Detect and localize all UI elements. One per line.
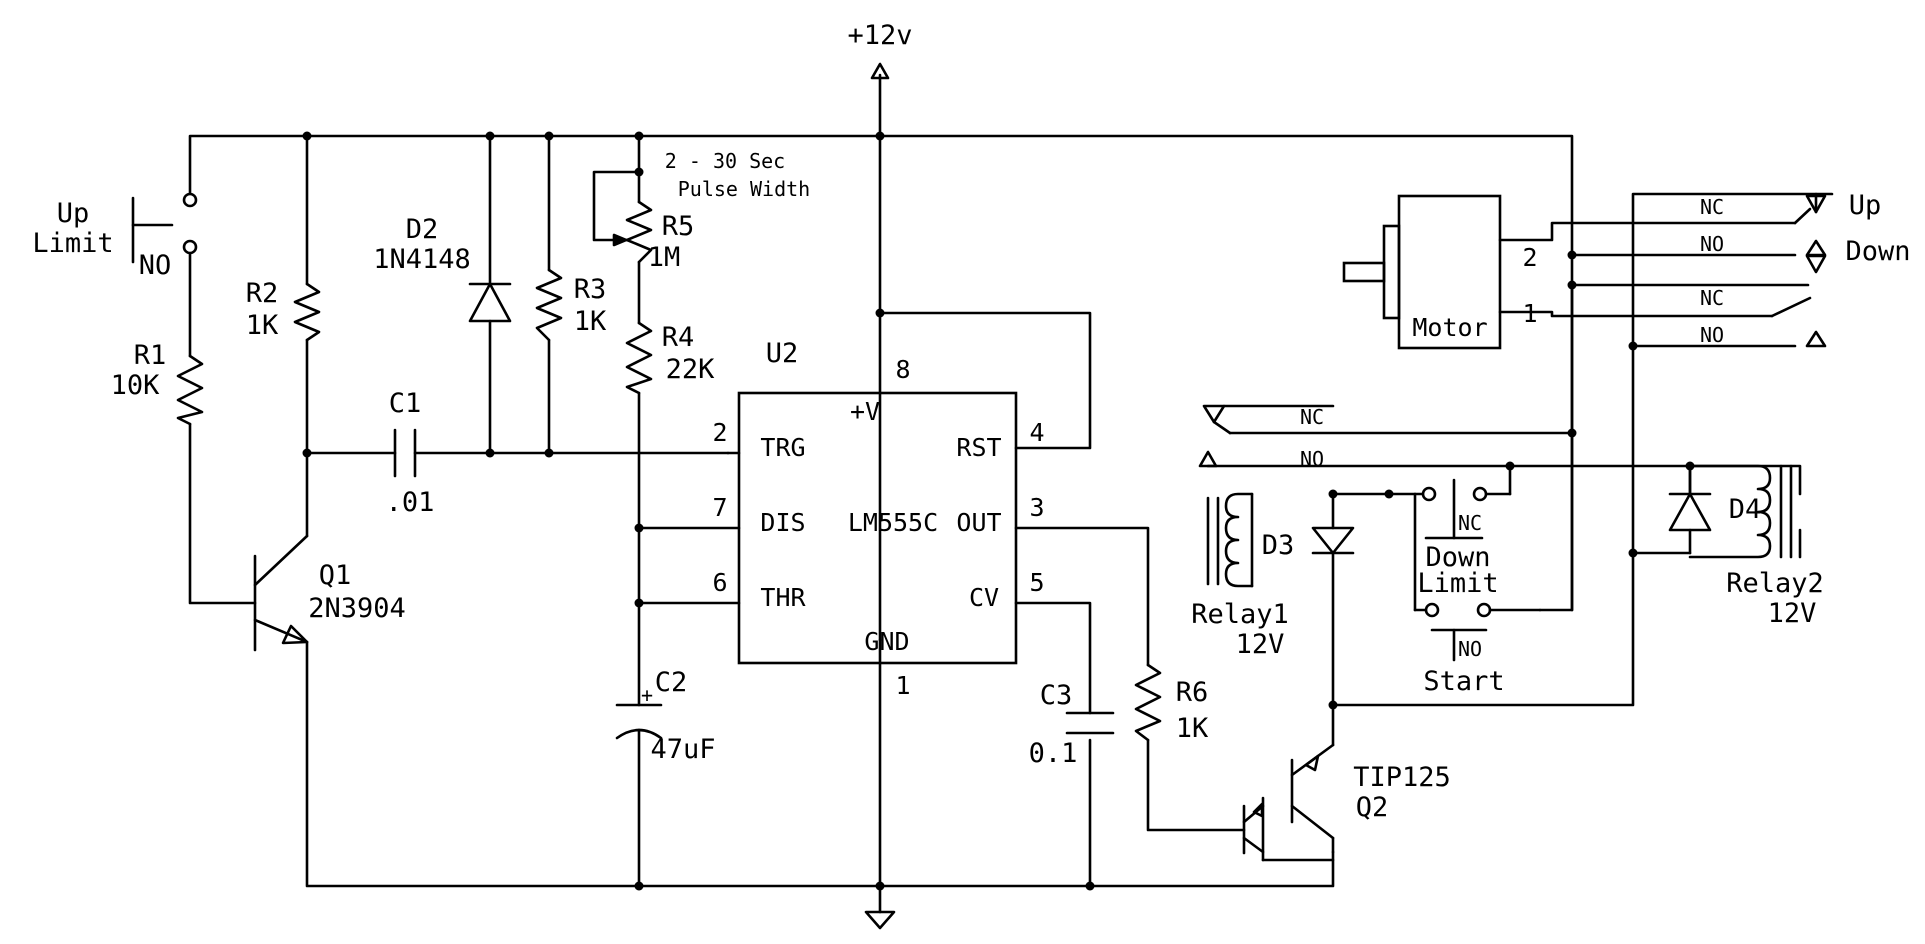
r5-value: 1M bbox=[648, 242, 681, 273]
pulse-note-line2: Pulse Width bbox=[678, 177, 810, 201]
d2-ref: D2 bbox=[406, 214, 439, 245]
u2-pin1: 1 bbox=[895, 671, 910, 700]
start-switch: NO Start bbox=[1423, 602, 1542, 697]
wires bbox=[188, 134, 1834, 888]
u2-rst: RST bbox=[956, 433, 1001, 462]
start-label: Start bbox=[1423, 666, 1504, 697]
capacitor-c3: C3 0.1 bbox=[1029, 680, 1115, 769]
u2-out: OUT bbox=[956, 508, 1001, 537]
u2-gnd: GND bbox=[864, 627, 909, 656]
q1-ref: Q1 bbox=[319, 560, 352, 591]
u2-part: LM555C bbox=[848, 508, 938, 537]
u2-ref: U2 bbox=[766, 338, 799, 369]
contact-nc-1: NC bbox=[1700, 195, 1724, 219]
r4-value: 22K bbox=[666, 354, 716, 385]
relay1-diode: D3 bbox=[1262, 530, 1295, 561]
pulse-note-line1: 2 - 30 Sec bbox=[665, 149, 785, 173]
relay1-coil: D3 Relay1 12V bbox=[1191, 492, 1355, 660]
relay1-no: NO bbox=[1300, 447, 1324, 471]
contact-no-1: NO bbox=[1700, 232, 1724, 256]
r6-value: 1K bbox=[1176, 713, 1209, 744]
capacitor-c1: C1 .01 bbox=[386, 388, 435, 518]
up-limit-switch: Up Limit NO bbox=[32, 192, 198, 281]
r6-ref: R6 bbox=[1176, 677, 1209, 708]
relay2-coil: D4 Relay2 12V bbox=[1668, 464, 1824, 629]
c1-value: .01 bbox=[386, 487, 435, 518]
r5-ref: R5 bbox=[662, 211, 695, 242]
up-limit-contact: NO bbox=[139, 250, 172, 281]
resistor-r6: R6 1K bbox=[1134, 663, 1209, 744]
resistor-r1: R1 10K bbox=[111, 340, 204, 426]
motor-label: Motor bbox=[1412, 313, 1487, 342]
relay1-voltage: 12V bbox=[1236, 629, 1285, 660]
c3-ref: C3 bbox=[1040, 680, 1073, 711]
supply-label: +12v bbox=[847, 20, 912, 51]
capacitor-c2: + C2 47uF bbox=[615, 667, 716, 765]
resistor-r2: R2 1K bbox=[246, 278, 321, 342]
diode-d2: D2 1N4148 bbox=[373, 214, 512, 323]
u2-pin5: 5 bbox=[1029, 568, 1044, 597]
r3-value: 1K bbox=[574, 306, 607, 337]
motor-terminal-2: 2 bbox=[1522, 243, 1537, 272]
u2-vcc: +V bbox=[850, 397, 880, 426]
u2-pin4: 4 bbox=[1029, 418, 1044, 447]
supply-symbol: +12v bbox=[847, 20, 913, 138]
start-contact: NO bbox=[1458, 637, 1482, 661]
relay1-ref: Relay1 bbox=[1191, 599, 1289, 630]
u2-pin6: 6 bbox=[712, 568, 727, 597]
transistor-q1: Q1 2N3904 bbox=[253, 534, 406, 652]
relay1-contacts: NC NO bbox=[1198, 404, 1335, 471]
resistor-r3: R3 1K bbox=[535, 268, 607, 342]
resistor-r4: R4 22K bbox=[625, 321, 716, 395]
contact-no-2: NO bbox=[1700, 323, 1724, 347]
ic-u2-555: U2 +V GND TRG DIS THR RST OUT CV LM555C … bbox=[712, 338, 1044, 700]
u2-pin3: 3 bbox=[1029, 493, 1044, 522]
r3-ref: R3 bbox=[574, 274, 607, 305]
ground-symbol bbox=[864, 884, 896, 930]
down-limit-contact: NC bbox=[1458, 511, 1482, 535]
r2-ref: R2 bbox=[246, 278, 279, 309]
c2-polarity: + bbox=[641, 683, 653, 707]
r4-ref: R4 bbox=[662, 322, 695, 353]
up-limit-line1: Up bbox=[57, 198, 90, 229]
r1-value: 10K bbox=[111, 370, 161, 401]
down-limit-line2: Limit bbox=[1417, 568, 1498, 599]
d2-value: 1N4148 bbox=[373, 244, 471, 275]
relay1-nc: NC bbox=[1300, 405, 1324, 429]
q2-value: TIP125 bbox=[1353, 762, 1451, 793]
u2-trg: TRG bbox=[760, 433, 805, 462]
resistor-r5: R5 1M bbox=[612, 200, 695, 273]
down-label: Down bbox=[1845, 236, 1910, 267]
q2-ref: Q2 bbox=[1356, 792, 1389, 823]
transistor-q2: TIP125 Q2 bbox=[1242, 743, 1451, 855]
q1-value: 2N3904 bbox=[308, 593, 406, 624]
r1-ref: R1 bbox=[134, 340, 167, 371]
relay2-voltage: 12V bbox=[1768, 598, 1817, 629]
u2-pin8: 8 bbox=[895, 355, 910, 384]
down-limit-line1: Down bbox=[1425, 542, 1490, 573]
u2-thr: THR bbox=[760, 583, 806, 612]
u2-cv: CV bbox=[969, 583, 999, 612]
down-limit-switch: NC Down Limit bbox=[1417, 478, 1499, 599]
relay2-diode: D4 bbox=[1729, 494, 1762, 525]
up-limit-line2: Limit bbox=[32, 228, 113, 259]
r2-value: 1K bbox=[246, 310, 279, 341]
contact-nc-2: NC bbox=[1700, 286, 1724, 310]
up-label: Up bbox=[1849, 190, 1882, 221]
motor: Motor 2 1 bbox=[1342, 194, 1538, 350]
relay-contacts-right: NC NO NC NO Up Down bbox=[1700, 190, 1911, 348]
u2-pin2: 2 bbox=[712, 418, 727, 447]
c2-value: 47uF bbox=[650, 734, 715, 765]
motor-terminal-1: 1 bbox=[1522, 299, 1537, 328]
u2-dis: DIS bbox=[760, 508, 805, 537]
c3-value: 0.1 bbox=[1029, 738, 1078, 769]
relay2-ref: Relay2 bbox=[1726, 568, 1824, 599]
u2-pin7: 7 bbox=[712, 493, 727, 522]
c1-ref: C1 bbox=[389, 388, 422, 419]
c2-ref: C2 bbox=[655, 667, 688, 698]
